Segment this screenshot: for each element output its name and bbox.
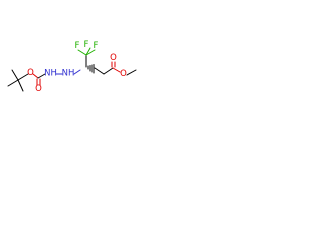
structure-diagram: F F F O O NH NH O O (0, 0, 152, 152)
bond-c-ester (103, 67, 114, 75)
bond-tbu-o (17, 73, 29, 81)
bond-ch2-c (94, 67, 105, 75)
bond-c-f-mid (85, 47, 91, 56)
bond-o-c-carbamate (32, 73, 39, 79)
atom-o-ester-ether: O (120, 69, 127, 79)
atom-f-left: F (75, 41, 80, 51)
bond-tbu-methyl-2 (11, 69, 19, 81)
atom-f-mid: F (84, 40, 89, 50)
bond-ester-o (112, 67, 121, 73)
atom-o-ester-carbonyl: O (110, 53, 117, 63)
bond-tbu-methyl-1 (7, 79, 19, 87)
bond-c-f-left (77, 49, 87, 56)
bond-o-methyl (126, 69, 137, 76)
atom-o-carbamate-carbonyl: O (35, 84, 42, 94)
molecule-svg: F F F O O NH NH O O (7, 40, 137, 94)
hashed-wedge-bond (87, 64, 95, 74)
atom-o-carbamate-ether: O (27, 68, 34, 78)
bond-tbu-methyl-3 (17, 79, 24, 92)
bond-c-f-right (85, 49, 96, 56)
bond-n-stereocenter (73, 69, 81, 75)
atom-nh-hydrazine: NH (62, 69, 75, 79)
atom-nh-carbamate: NH (44, 69, 57, 79)
atom-f-right: F (94, 41, 99, 51)
bond-c-n-carbamate (37, 73, 46, 79)
